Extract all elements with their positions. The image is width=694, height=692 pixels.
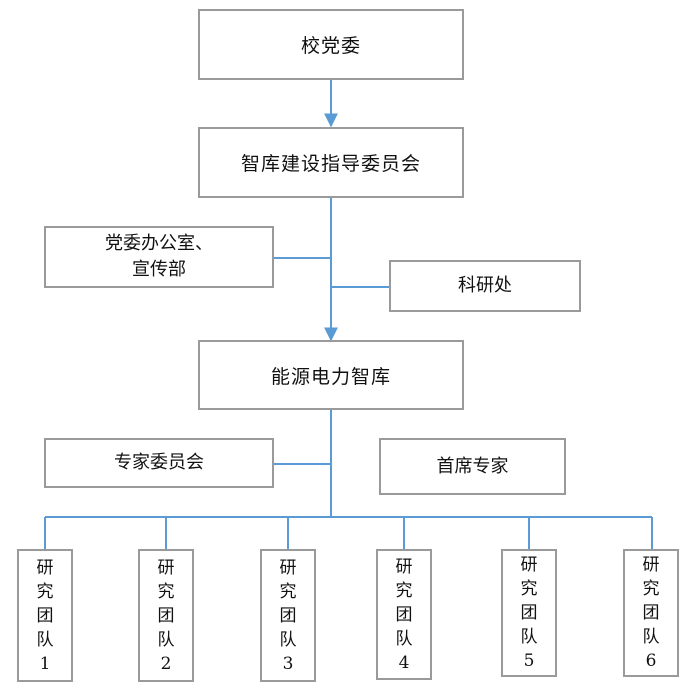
node-team-3: 研 究 团 队 3 [260, 549, 316, 682]
node-expert-committee: 专家委员会 [44, 438, 274, 488]
node-team-1-label: 研 究 团 队 1 [36, 557, 54, 674]
node-party-committee: 校党委 [198, 9, 464, 80]
node-team-4-label: 研 究 团 队 4 [395, 556, 413, 673]
node-steering-committee-label: 智库建设指导委员会 [240, 153, 421, 175]
node-team-6: 研 究 团 队 6 [623, 549, 679, 677]
node-steering-committee: 智库建设指导委员会 [198, 127, 464, 198]
node-think-tank-label: 能源电力智库 [270, 365, 391, 388]
node-chief-expert-label: 首席专家 [436, 455, 509, 477]
node-party-office: 党委办公室、 宣传部 [44, 226, 274, 288]
node-team-2-label: 研 究 团 队 2 [157, 557, 175, 674]
node-team-4: 研 究 团 队 4 [376, 549, 432, 680]
node-expert-committee-label: 专家委员会 [114, 452, 204, 473]
node-party-office-label: 党委办公室、 宣传部 [105, 233, 213, 280]
node-chief-expert: 首席专家 [379, 438, 566, 495]
node-team-5: 研 究 团 队 5 [501, 549, 557, 677]
node-team-1: 研 究 团 队 1 [17, 549, 73, 682]
node-team-3-label: 研 究 团 队 3 [279, 557, 297, 674]
node-team-6-label: 研 究 团 队 6 [642, 555, 660, 671]
node-team-5-label: 研 究 团 队 5 [520, 555, 538, 671]
node-research-office: 科研处 [389, 260, 581, 312]
node-think-tank: 能源电力智库 [198, 340, 464, 410]
node-team-2: 研 究 团 队 2 [138, 549, 194, 682]
node-party-committee-label: 校党委 [300, 35, 361, 57]
node-research-office-label: 科研处 [458, 275, 512, 296]
